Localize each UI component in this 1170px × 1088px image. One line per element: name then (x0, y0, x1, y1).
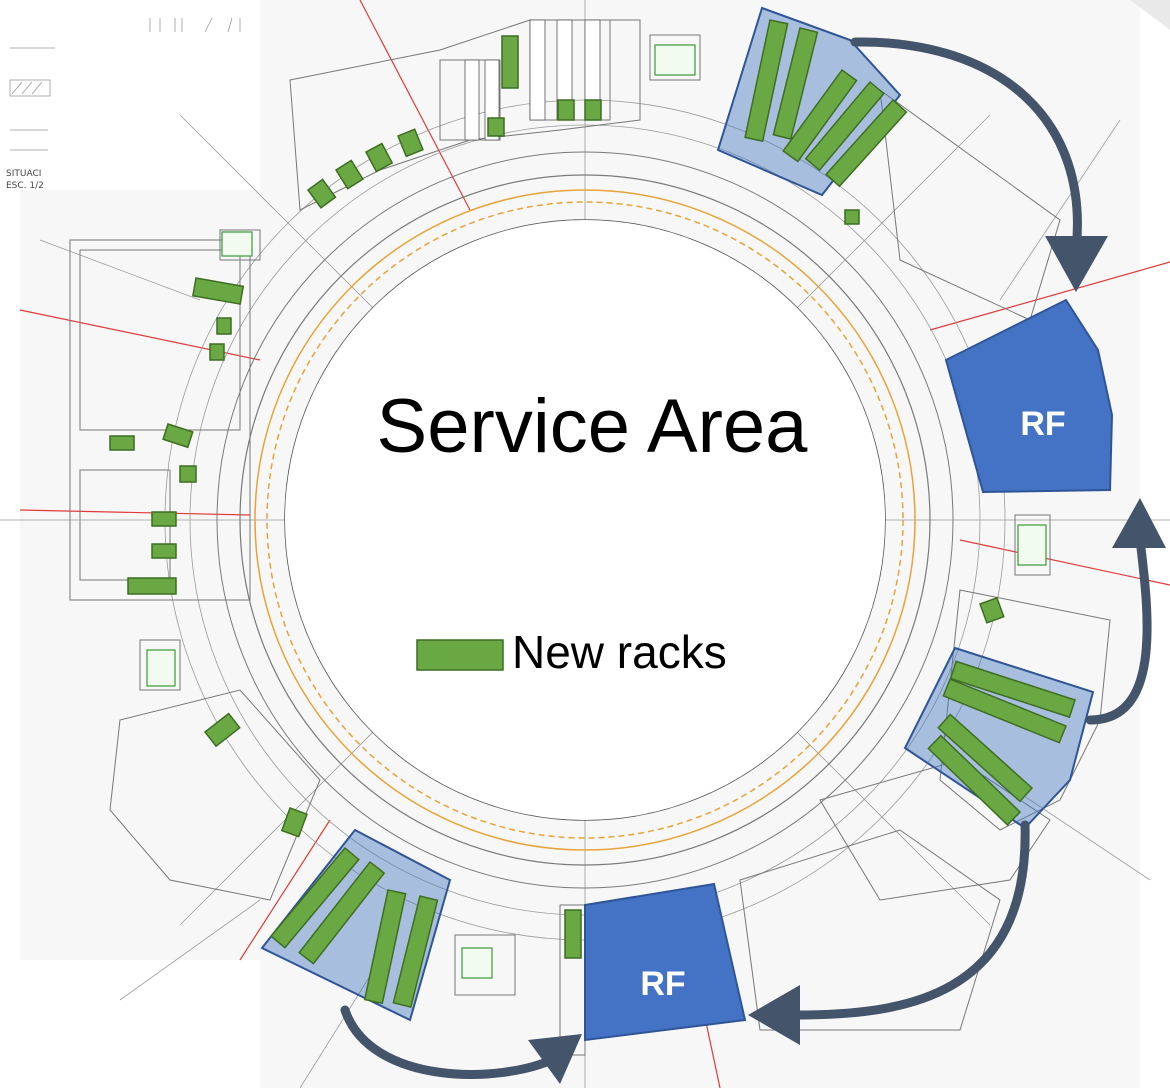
utility-squares (146, 44, 1047, 979)
rack (979, 596, 1005, 624)
rack (825, 98, 908, 188)
rf-block-upper (944, 298, 1114, 494)
rf-block-lower (584, 882, 747, 1042)
drawing-key-fragment: SITUACI ESC. 1/2 (6, 17, 241, 191)
rack (192, 277, 245, 305)
rack (334, 159, 364, 190)
rack (364, 142, 394, 173)
rack (162, 423, 194, 449)
arrow-right-zone-to-lower-rf (790, 820, 1030, 1020)
corner-text-2: ESC. 1/2 (6, 181, 44, 191)
rack (487, 117, 505, 137)
rack (151, 543, 177, 559)
rack (564, 909, 582, 959)
rack (179, 465, 197, 483)
rf-upper-label: RF (1020, 405, 1065, 443)
rack (209, 343, 225, 361)
rack (392, 895, 439, 1008)
rack (270, 846, 360, 949)
service-area-title: Service Area (377, 384, 809, 469)
rack (151, 511, 177, 527)
legend-swatch (416, 639, 504, 671)
rf-lower-label: RF (640, 965, 685, 1003)
rack (804, 80, 885, 172)
rf-blocks: RF RF (584, 298, 1114, 1042)
rack (949, 660, 1076, 719)
legend: New racks (416, 626, 727, 678)
rack (744, 19, 789, 143)
transport-arrows (340, 37, 1166, 1084)
rack (109, 435, 135, 451)
rack (501, 35, 519, 89)
arrowhead (748, 985, 800, 1045)
rack (216, 317, 232, 335)
arrowhead (528, 1034, 582, 1084)
rack (298, 860, 386, 965)
rack (782, 68, 858, 163)
rack (557, 99, 575, 121)
arrow-bottomleft-to-rf (340, 1005, 561, 1079)
legend-label: New racks (512, 626, 727, 678)
arrowhead (1045, 236, 1108, 292)
arrow-right-zone-to-rf (1085, 535, 1152, 725)
rack (844, 209, 860, 225)
rack (772, 27, 819, 140)
corner-text-1: SITUACI (6, 169, 41, 179)
rack (306, 178, 337, 209)
rack (927, 734, 1022, 827)
arrowhead (1112, 498, 1166, 548)
rack (363, 889, 407, 1005)
rack (203, 712, 241, 748)
rack (942, 678, 1067, 744)
rack (584, 99, 602, 121)
rack (937, 713, 1034, 803)
rack (127, 577, 177, 595)
new-racks (109, 19, 1076, 1008)
arrow-topright-to-rf (850, 37, 1082, 255)
rack (280, 807, 308, 838)
rack (397, 128, 424, 158)
